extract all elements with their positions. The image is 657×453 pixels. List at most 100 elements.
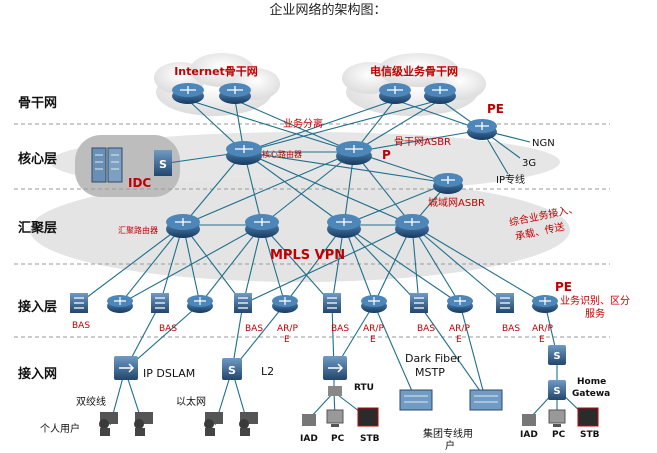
pe-top-router: [467, 119, 497, 140]
bas-device-5: [410, 293, 428, 313]
bas-label-5: BAS: [417, 324, 435, 334]
pc-label-2: PC: [552, 430, 566, 440]
user-icon-1: [99, 412, 118, 436]
e-label-2: E: [370, 335, 376, 345]
user-icons: [99, 412, 258, 436]
group-line-user-label-1: 集团专线用: [423, 427, 473, 440]
svg-text:S: S: [228, 364, 236, 377]
arp-label-3: AR/P: [449, 324, 470, 334]
e-label-1: E: [284, 335, 290, 345]
rtu-device: [323, 356, 347, 396]
routers: [107, 83, 558, 313]
agg-router-label: 汇聚路由器: [118, 225, 158, 235]
pe-top-label: PE: [487, 102, 504, 116]
svg-text:S: S: [553, 386, 560, 397]
bas-device-4: [323, 293, 341, 313]
access-router-1: [107, 295, 133, 313]
l2-label: L2: [261, 365, 274, 378]
twisted-pair-label: 双绞线: [76, 395, 106, 408]
svg-text:S: S: [553, 351, 560, 362]
rtu-label: RTU: [354, 383, 374, 393]
bas-device-6: [496, 293, 514, 313]
arp-label-2: AR/P: [363, 324, 384, 334]
layer-separators: [14, 123, 610, 338]
access-router-pe: [532, 295, 558, 313]
backbone-asbr-label: 骨干网ASBR: [394, 136, 451, 148]
service-id-label-2: 服务: [585, 307, 605, 320]
idc-label: IDC: [128, 176, 151, 190]
ip-line-label: IP专线: [496, 173, 525, 186]
layer-label-aggregation: 汇聚层: [18, 221, 57, 236]
iad-label-1: IAD: [300, 434, 318, 444]
mstp-device-1: [399, 389, 433, 411]
diagram-title: 企业网络的架构图：: [269, 2, 386, 18]
e-label-4: E: [539, 335, 545, 345]
mstp-label: MSTP: [415, 366, 445, 379]
mpls-label: MPLS VPN: [270, 248, 345, 263]
bas-label-3: BAS: [245, 324, 263, 334]
agg-router-1: [166, 214, 200, 238]
telecom-router-1: [379, 83, 411, 104]
iad-icon-1: [302, 414, 316, 426]
pc-label-1: PC: [331, 434, 345, 444]
internet-router-1: [172, 83, 204, 104]
bas-label-1: BAS: [72, 321, 90, 331]
home-gateway-switch: S: [548, 380, 566, 400]
arp-label-1: AR/P: [277, 324, 298, 334]
service-id-label-1: 业务识别、区分: [560, 294, 630, 307]
layer-labels: 骨干网 核心层 汇聚层 接入层 接入网: [18, 96, 57, 382]
metro-asbr-label: 城域网ASBR: [428, 196, 485, 209]
access-router-ar-3: [447, 295, 473, 313]
diagram-labels: PE 业务分离 NGN 3G IP专线 核心路由器 P 骨干网ASBR 城域网A…: [40, 102, 630, 452]
stb-label-2: STB: [580, 430, 600, 440]
bas-label-6: BAS: [502, 324, 520, 334]
layer-label-backbone: 骨干网: [18, 96, 57, 111]
ip-dslam-label: IP DSLAM: [143, 367, 195, 380]
dark-fiber-label: Dark Fiber: [405, 352, 462, 365]
ngn-label: NGN: [532, 138, 555, 149]
three-g-label: 3G: [522, 158, 536, 169]
layer-label-access-net: 接入网: [18, 366, 57, 382]
iad-icon-2: [522, 414, 536, 426]
svg-text:S: S: [159, 158, 167, 171]
layer-label-access: 接入层: [18, 299, 57, 315]
pe-right-label: PE: [555, 280, 572, 294]
internet-cloud: Internet骨干网: [154, 53, 280, 116]
ethernet-label: 以太网: [176, 395, 206, 408]
internet-cloud-label: Internet骨干网: [174, 65, 258, 78]
mstp-device-2: [469, 389, 503, 411]
access-router-ar-1: [272, 295, 298, 313]
core-router-label: 核心路由器: [262, 149, 302, 159]
user-icon-4: [239, 412, 258, 436]
stb-icon-1: [357, 407, 379, 427]
idc-switch: S: [154, 150, 172, 176]
pc-icon-2: [548, 409, 566, 427]
home-gateway-switch-top: S: [548, 345, 566, 365]
internet-router-2: [219, 83, 251, 104]
user-icon-2: [134, 412, 153, 436]
bas-label-4: BAS: [331, 324, 349, 334]
stb-label-1: STB: [360, 434, 380, 444]
p-label: P: [382, 148, 391, 162]
e-label-3: E: [456, 335, 462, 345]
bas-label-2: BAS: [159, 324, 177, 334]
arp-label-4: AR/P: [532, 324, 553, 334]
agg-router-4: [395, 214, 429, 238]
bas-device-2: [151, 293, 169, 313]
bas-devices: [70, 293, 514, 313]
access-router-2: [187, 295, 213, 313]
pc-icon-1: [326, 409, 344, 427]
telecom-cloud-label: 电信级业务骨干网: [370, 64, 458, 78]
business-split-label: 业务分离: [283, 117, 323, 130]
agg-router-2: [245, 214, 279, 238]
telecom-router-2: [424, 83, 456, 104]
user-icon-3: [204, 412, 223, 436]
group-line-user-label-2: 户: [445, 439, 455, 452]
l2-switch: S: [222, 358, 242, 380]
iad-label-2: IAD: [520, 430, 538, 440]
home-gateway-label-2: Gatewa: [572, 389, 610, 399]
layer-label-core: 核心层: [18, 151, 57, 167]
core-router-p: [336, 141, 372, 165]
bas-device-1: [70, 293, 88, 313]
core-router-1: [226, 141, 262, 165]
